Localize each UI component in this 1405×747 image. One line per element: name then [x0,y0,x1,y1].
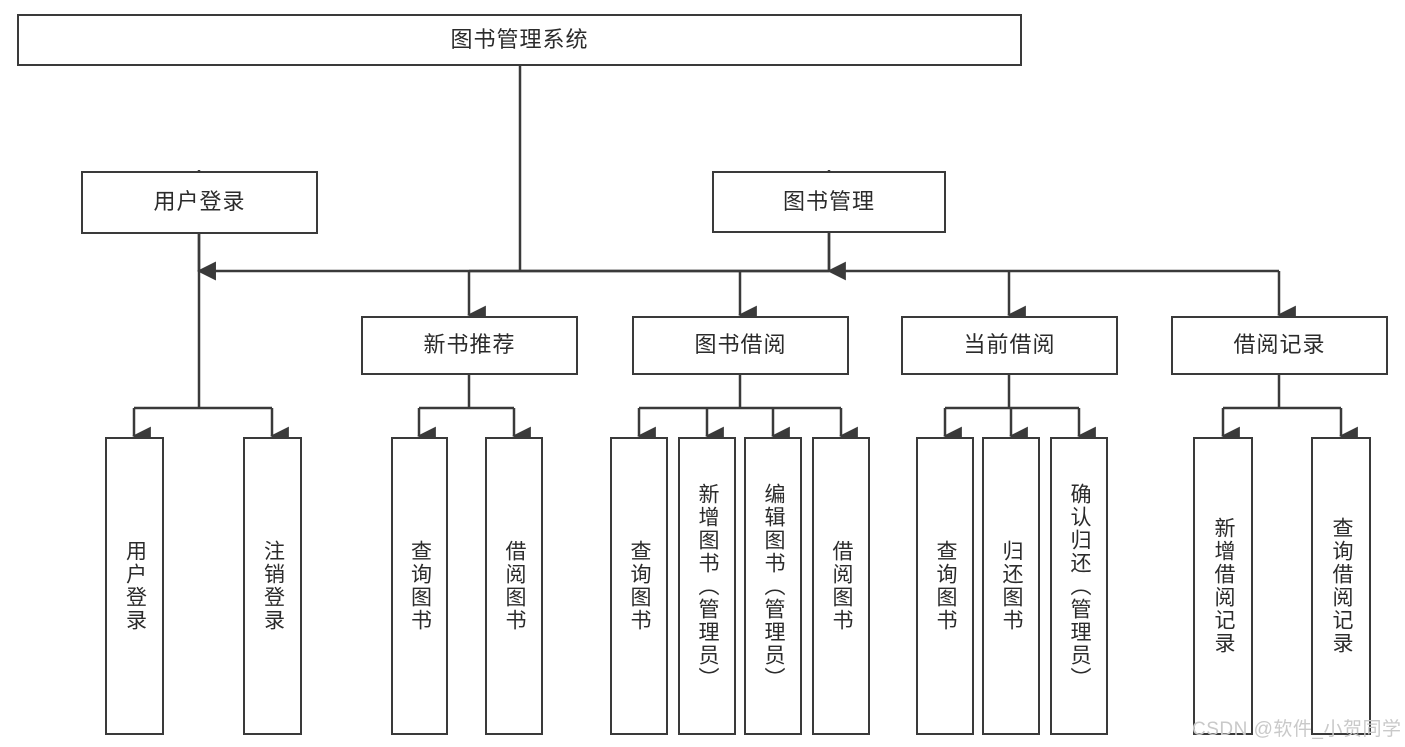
node-book-management[interactable]: 图书管理 [712,171,946,233]
node-user-login-do-label: 用户登录 [123,540,147,632]
node-book-borrow-label: 图书借阅 [694,332,787,358]
node-add-borrow-record[interactable]: 新增借阅记录 [1193,437,1253,735]
node-query-book-1[interactable]: 查询图书 [391,437,448,735]
node-user-logout-label: 注销登录 [261,540,285,632]
node-borrow-book-1-label: 借阅图书 [503,540,527,632]
node-edit-book-admin[interactable]: 编辑图书（管理员） [744,437,802,735]
node-root-label: 图书管理系统 [450,26,589,52]
node-book-management-label: 图书管理 [782,188,875,214]
node-new-book-recommend-label: 新书推荐 [423,332,516,358]
node-query-book-3[interactable]: 查询图书 [916,437,974,735]
node-query-borrow-record[interactable]: 查询借阅记录 [1311,437,1371,735]
node-user-login-label: 用户登录 [153,189,246,215]
node-user-login[interactable]: 用户登录 [81,171,318,234]
node-current-borrow[interactable]: 当前借阅 [901,316,1118,375]
node-add-borrow-record-label: 新增借阅记录 [1212,517,1236,655]
node-query-book-2[interactable]: 查询图书 [610,437,668,735]
node-borrow-records-label: 借阅记录 [1233,332,1326,358]
node-query-borrow-record-label: 查询借阅记录 [1330,517,1354,655]
node-borrow-book-1[interactable]: 借阅图书 [485,437,543,735]
node-borrow-book-2-label: 借阅图书 [830,540,854,632]
node-root[interactable]: 图书管理系统 [17,14,1022,66]
node-book-borrow[interactable]: 图书借阅 [632,316,849,375]
node-return-book-label: 归还图书 [1000,540,1024,632]
node-return-book[interactable]: 归还图书 [982,437,1040,735]
node-query-book-2-label: 查询图书 [628,540,652,632]
node-confirm-return-admin-label: 确认归还（管理员） [1068,482,1092,690]
node-add-book-admin[interactable]: 新增图书（管理员） [678,437,736,735]
node-current-borrow-label: 当前借阅 [963,332,1056,358]
csdn-watermark: CSDN @软件_小贺同学 [1192,719,1402,740]
node-query-book-3-label: 查询图书 [934,540,958,632]
node-add-book-admin-label: 新增图书（管理员） [696,482,720,690]
node-query-book-1-label: 查询图书 [408,540,432,632]
node-new-book-recommend[interactable]: 新书推荐 [361,316,578,375]
node-user-login-do[interactable]: 用户登录 [105,437,164,735]
node-confirm-return-admin[interactable]: 确认归还（管理员） [1050,437,1108,735]
node-edit-book-admin-label: 编辑图书（管理员） [762,482,786,690]
node-user-logout[interactable]: 注销登录 [243,437,302,735]
node-borrow-records[interactable]: 借阅记录 [1171,316,1388,375]
node-borrow-book-2[interactable]: 借阅图书 [812,437,870,735]
